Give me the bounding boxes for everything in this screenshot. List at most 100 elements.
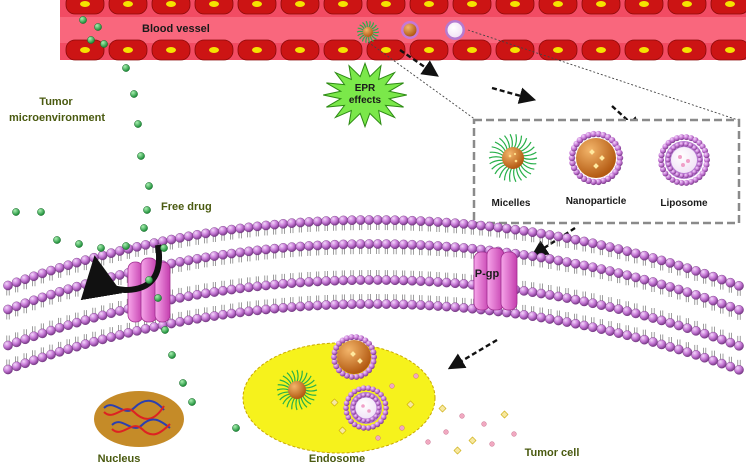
- outer-leaflet: [3, 239, 744, 320]
- rbc-bottom: [667, 39, 707, 61]
- rbc-top: [624, 0, 664, 15]
- rbc-bottom: [452, 39, 492, 61]
- drug-dot: [179, 379, 187, 387]
- rbc-top: [581, 0, 621, 15]
- drug-dot: [143, 206, 151, 214]
- micelle-large: [488, 133, 538, 183]
- vessel-micelle: [356, 20, 380, 44]
- drug-dot: [154, 294, 162, 302]
- drug-dot: [160, 244, 168, 252]
- drug-dot: [137, 152, 145, 160]
- rbc-top: [237, 0, 277, 15]
- drug-dot: [232, 424, 240, 432]
- epr-effects-burst: EPR effects: [323, 61, 407, 129]
- tumor-microenvironment-label-line1: Tumor: [39, 96, 73, 108]
- blood-vessel-label: Blood vessel: [142, 23, 210, 35]
- drug-dot: [145, 182, 153, 190]
- epr-label-line2: effects: [349, 95, 382, 106]
- drug-dot: [188, 398, 196, 406]
- rbc-top: [108, 0, 148, 15]
- drug-dot: [100, 40, 108, 48]
- nanoparticle-label: Nanoparticle: [566, 196, 627, 207]
- vessel-liposome: [445, 20, 465, 40]
- drug-dot: [94, 23, 102, 31]
- rbc-top: [538, 0, 578, 15]
- drug-dot: [75, 240, 83, 248]
- cytoplasm-cargo: [425, 404, 517, 455]
- rbc-top: [667, 0, 707, 15]
- drug-dot: [122, 64, 130, 72]
- cargo-particle: [443, 429, 449, 435]
- nucleus-label: Nucleus: [98, 453, 141, 465]
- rbc-bottom: [624, 39, 664, 61]
- released-cargo: [330, 373, 419, 441]
- liposome-large: [658, 134, 710, 186]
- rbc-top: [194, 0, 234, 15]
- endosome-label: Endosome: [309, 453, 365, 465]
- rbc-bottom: [409, 39, 449, 61]
- drug-dot: [140, 224, 148, 232]
- tumor-cell-label: Tumor cell: [525, 447, 580, 459]
- drug-dot: [79, 16, 87, 24]
- outer-leaflet: [3, 215, 744, 296]
- rbc-top: [366, 0, 406, 15]
- epr-label-line1: EPR: [355, 83, 376, 94]
- endosome-nanoparticle: [331, 334, 377, 380]
- rbc-bottom: [108, 39, 148, 61]
- rbc-bottom: [538, 39, 578, 61]
- cargo-particle: [425, 439, 431, 445]
- drug-dot: [87, 36, 95, 44]
- rbc-bottom: [65, 39, 105, 61]
- pgp-pump-right: P-gp: [473, 247, 518, 311]
- rbc-top: [151, 0, 191, 15]
- cargo-particle: [453, 446, 462, 455]
- drug-dot: [53, 236, 61, 244]
- free-drug-label: Free drug: [161, 201, 212, 213]
- liposome-label: Liposome: [660, 198, 708, 209]
- cargo-particle: [489, 441, 495, 447]
- inner-leaflet: [3, 270, 744, 351]
- rbc-top: [495, 0, 535, 15]
- drug-dot: [134, 120, 142, 128]
- drug-dot: [12, 208, 20, 216]
- drug-dot: [122, 242, 130, 250]
- cargo-particle: [500, 410, 509, 419]
- cargo-particle: [438, 404, 447, 413]
- blood-vessel: Blood vessel: [60, 0, 746, 61]
- rbc-bottom: [323, 39, 363, 61]
- rbc-top: [280, 0, 320, 15]
- drug-dot: [168, 351, 176, 359]
- drug-dot: [130, 90, 138, 98]
- tumor-microenvironment-label-line2: microenvironment: [9, 112, 105, 124]
- rbc-top: [65, 0, 105, 15]
- rbc-bottom: [280, 39, 320, 61]
- rbc-top: [452, 0, 492, 15]
- rbc-top: [323, 0, 363, 15]
- cargo-particle: [459, 413, 465, 419]
- endosome-micelle: [276, 369, 318, 411]
- pgp-label: P-gp: [475, 268, 500, 280]
- drug-dot: [37, 208, 45, 216]
- rbc-bottom: [366, 39, 406, 61]
- cargo-particle: [481, 421, 487, 427]
- cell-membrane: [3, 215, 744, 375]
- cargo-particle: [468, 436, 477, 445]
- micelles-label: Micelles: [492, 198, 531, 209]
- nanocarrier-box: Micelles Nanoparticle Liposome: [472, 118, 741, 225]
- endosome: Endosome: [242, 334, 436, 465]
- zoom-lines: [367, 29, 739, 121]
- free-drug-molecules: [12, 16, 240, 432]
- red-blood-cells: [65, 0, 746, 61]
- nucleus: Nucleus: [94, 391, 184, 465]
- rbc-bottom: [237, 39, 277, 61]
- rbc-bottom: [581, 39, 621, 61]
- efflux-arrow: [80, 244, 162, 301]
- drug-dot: [161, 326, 169, 334]
- rbc-top: [409, 0, 449, 15]
- inner-leaflet: [3, 294, 744, 375]
- rbc-bottom: [194, 39, 234, 61]
- vessel-nanoparticle: [401, 21, 419, 39]
- drug-dot: [145, 276, 153, 284]
